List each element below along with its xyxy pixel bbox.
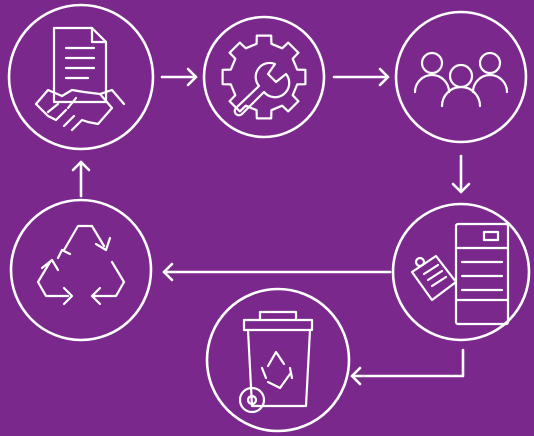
printer-node-circle — [391, 202, 531, 342]
recycle-arrows-icon — [36, 224, 126, 306]
arrow-contract-to-configure — [160, 67, 198, 87]
recycle-node-circle — [9, 198, 153, 342]
users-node — [394, 10, 528, 144]
arrow-users-to-printer — [451, 154, 471, 194]
configure-node-circle — [202, 15, 326, 139]
arrow-recycle-to-contract — [71, 160, 91, 198]
recycling-bin-icon — [238, 310, 314, 414]
office-printer-icon — [410, 222, 510, 326]
users-node-circle — [394, 10, 528, 144]
configure-node — [202, 15, 326, 139]
gear-wrench-icon — [221, 34, 307, 120]
disposal-node — [205, 287, 351, 433]
recycle-node — [9, 198, 153, 342]
arrow-configure-to-users — [332, 67, 390, 87]
people-group-icon — [413, 51, 509, 108]
contract-handshake-icon — [34, 26, 126, 132]
disposal-node-circle — [205, 287, 351, 433]
printer-node — [391, 202, 531, 342]
arrow-printer-to-recycle — [162, 262, 392, 282]
contract-node — [7, 3, 155, 151]
contract-node-circle — [7, 3, 155, 151]
arrow-printer-to-disposal — [350, 348, 465, 386]
